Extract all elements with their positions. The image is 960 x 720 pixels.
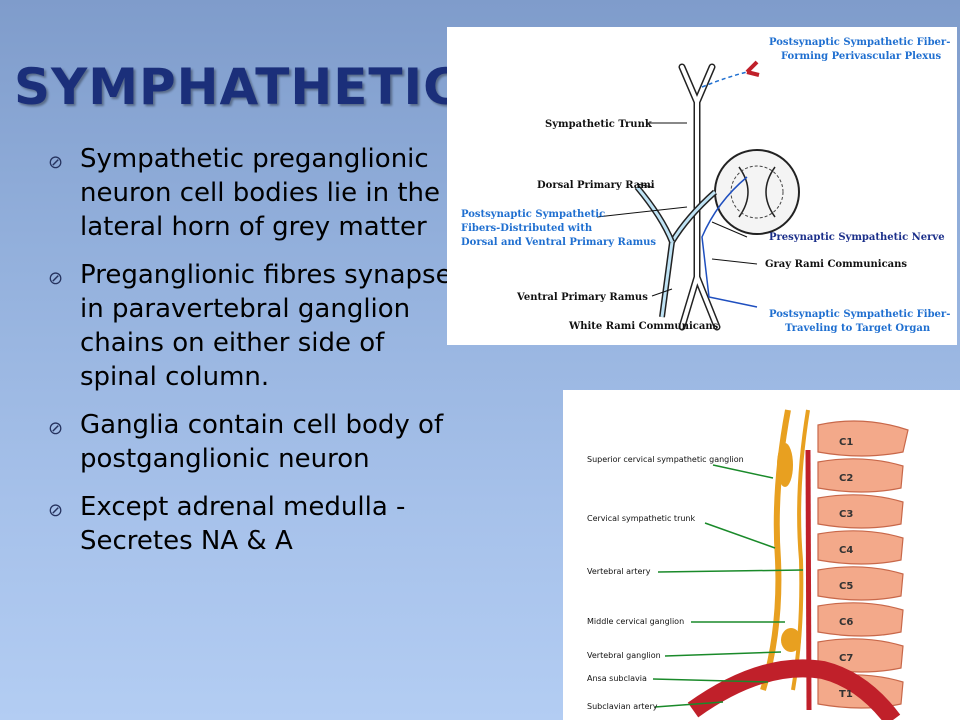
- label-superior-cervical-ganglion: Superior cervical sympathetic ganglion: [587, 455, 744, 464]
- vertebra-label: C3: [839, 509, 853, 520]
- label-vertebral-artery: Vertebral artery: [587, 567, 651, 576]
- label-subclavian-artery: Subclavian artery: [587, 702, 658, 711]
- vertebra-label: C5: [839, 581, 853, 592]
- label-sympathetic-trunk: Sympathetic Trunk: [545, 119, 653, 130]
- label-postsynaptic-plexus-2: Forming Perivascular Plexus: [781, 51, 942, 62]
- label-postsynaptic-distributed: Postsynaptic Sympathetic: [461, 209, 605, 220]
- bullet-text: Ganglia contain cell body of postganglio…: [80, 410, 444, 474]
- cervical-ganglia-diagram: Superior cervical sympathetic ganglion C…: [563, 390, 960, 720]
- bullet-icon: ⊘: [48, 152, 64, 173]
- label-ventral-primary-ramus: Ventral Primary Ramus: [516, 292, 648, 303]
- bullet-text: Preganglionic fibres synapse in paravert…: [80, 260, 452, 392]
- pathway-illustration: Postsynaptic Sympathetic Fiber- Forming …: [461, 37, 950, 334]
- label-postsynaptic-target-2: Traveling to Target Organ: [785, 323, 931, 334]
- bullet-text: Except adrenal medulla - Secretes NA & A: [80, 492, 406, 556]
- label-presynaptic-nerve: Presynaptic Sympathetic Nerve: [769, 232, 945, 243]
- bullet-icon: ⊘: [48, 418, 64, 439]
- slide-title: SYMPHATHETIC: [14, 58, 461, 116]
- bullet-list: ⊘ Sympathetic preganglionic neuron cell …: [48, 142, 468, 572]
- label-postsynaptic-distributed-3: Dorsal and Ventral Primary Ramus: [461, 237, 656, 248]
- vertebra-label: C7: [839, 653, 853, 664]
- bullet-text: Sympathetic preganglionic neuron cell bo…: [80, 144, 441, 242]
- spinal-cord-shape: [714, 149, 800, 235]
- label-postsynaptic-plexus: Postsynaptic Sympathetic Fiber-: [769, 37, 950, 48]
- label-gray-rami: Gray Rami Communicans: [765, 259, 907, 270]
- label-white-rami: White Rami Communicans: [568, 321, 719, 332]
- list-item: ⊘ Sympathetic preganglionic neuron cell …: [48, 142, 468, 244]
- list-item: ⊘ Ganglia contain cell body of postgangl…: [48, 408, 468, 476]
- cervical-illustration: Superior cervical sympathetic ganglion C…: [587, 409, 909, 720]
- list-item: ⊘ Except adrenal medulla - Secretes NA &…: [48, 490, 468, 558]
- bullet-icon: ⊘: [48, 268, 64, 289]
- list-item: ⊘ Preganglionic fibres synapse in parave…: [48, 258, 468, 394]
- label-middle-cervical-ganglion: Middle cervical ganglion: [587, 617, 684, 626]
- label-dorsal-primary-rami: Dorsal Primary Rami: [537, 180, 655, 191]
- label-vertebral-ganglion: Vertebral ganglion: [587, 651, 661, 660]
- vertebra-label: C4: [839, 545, 853, 556]
- sympathetic-pathway-diagram: Postsynaptic Sympathetic Fiber- Forming …: [447, 27, 957, 345]
- label-cervical-sympathetic-trunk: Cervical sympathetic trunk: [587, 514, 695, 523]
- vertebra-label: C1: [839, 437, 853, 448]
- label-postsynaptic-distributed-2: Fibers-Distributed with: [461, 223, 593, 234]
- label-ansa-subclavia: Ansa subclavia: [587, 674, 647, 683]
- vertebra-label: T1: [839, 689, 853, 700]
- label-postsynaptic-target: Postsynaptic Sympathetic Fiber-: [769, 309, 950, 320]
- vertebra-label: C2: [839, 473, 853, 484]
- bullet-icon: ⊘: [48, 500, 64, 521]
- vertebra-label: C6: [839, 617, 853, 628]
